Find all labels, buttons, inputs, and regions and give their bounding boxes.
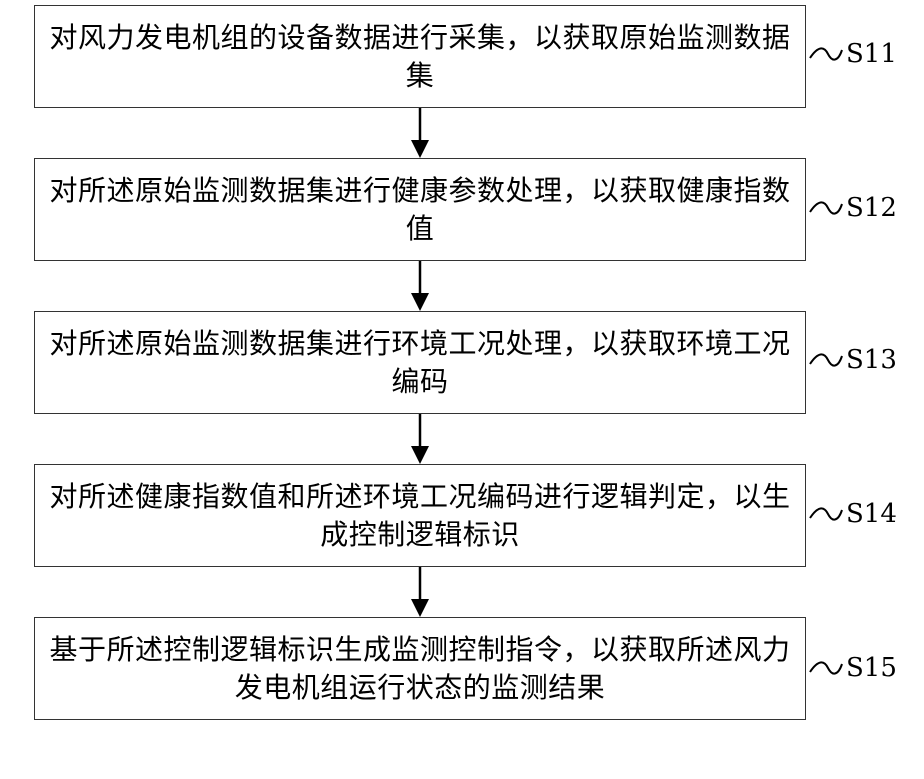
step-box-s11: 对风力发电机组的设备数据进行采集，以获取原始监测数据集 (34, 5, 806, 108)
tilde-connector-icon (808, 198, 844, 218)
step-box-s13: 对所述原始监测数据集进行环境工况处理，以获取环境工况编码 (34, 311, 806, 414)
tilde-connector-icon (808, 350, 844, 370)
step-box-s15: 基于所述控制逻辑标识生成监测控制指令，以获取所述风力发电机组运行状态的监测结果 (34, 617, 806, 720)
tilde-connector-icon (808, 504, 844, 524)
step-box-s12: 对所述原始监测数据集进行健康参数处理，以获取健康指数值 (34, 158, 806, 261)
arrow-down-icon (406, 261, 434, 313)
step-label-text-s13: S13 (846, 345, 897, 375)
step-label-text-s12: S12 (846, 193, 897, 223)
step-text-s14: 对所述健康指数值和所述环境工况编码进行逻辑判定，以生成控制逻辑标识 (49, 478, 791, 554)
step-label-text-s15: S15 (846, 653, 897, 683)
tilde-connector-icon (808, 44, 844, 64)
tilde-connector-icon (808, 658, 844, 678)
step-label-s12: S12 (808, 188, 920, 228)
step-label-s13: S13 (808, 340, 920, 380)
step-box-s14: 对所述健康指数值和所述环境工况编码进行逻辑判定，以生成控制逻辑标识 (34, 464, 806, 567)
step-label-text-s14: S14 (846, 499, 897, 529)
arrow-down-icon (406, 108, 434, 160)
step-label-s15: S15 (808, 648, 920, 688)
step-text-s13: 对所述原始监测数据集进行环境工况处理，以获取环境工况编码 (49, 325, 791, 401)
step-label-text-s11: S11 (846, 39, 897, 69)
step-text-s11: 对风力发电机组的设备数据进行采集，以获取原始监测数据集 (49, 19, 791, 95)
arrow-down-icon (406, 567, 434, 619)
step-text-s12: 对所述原始监测数据集进行健康参数处理，以获取健康指数值 (49, 172, 791, 248)
arrow-down-icon (406, 414, 434, 466)
step-label-s11: S11 (808, 34, 920, 74)
step-text-s15: 基于所述控制逻辑标识生成监测控制指令，以获取所述风力发电机组运行状态的监测结果 (49, 631, 791, 707)
step-label-s14: S14 (808, 494, 920, 534)
